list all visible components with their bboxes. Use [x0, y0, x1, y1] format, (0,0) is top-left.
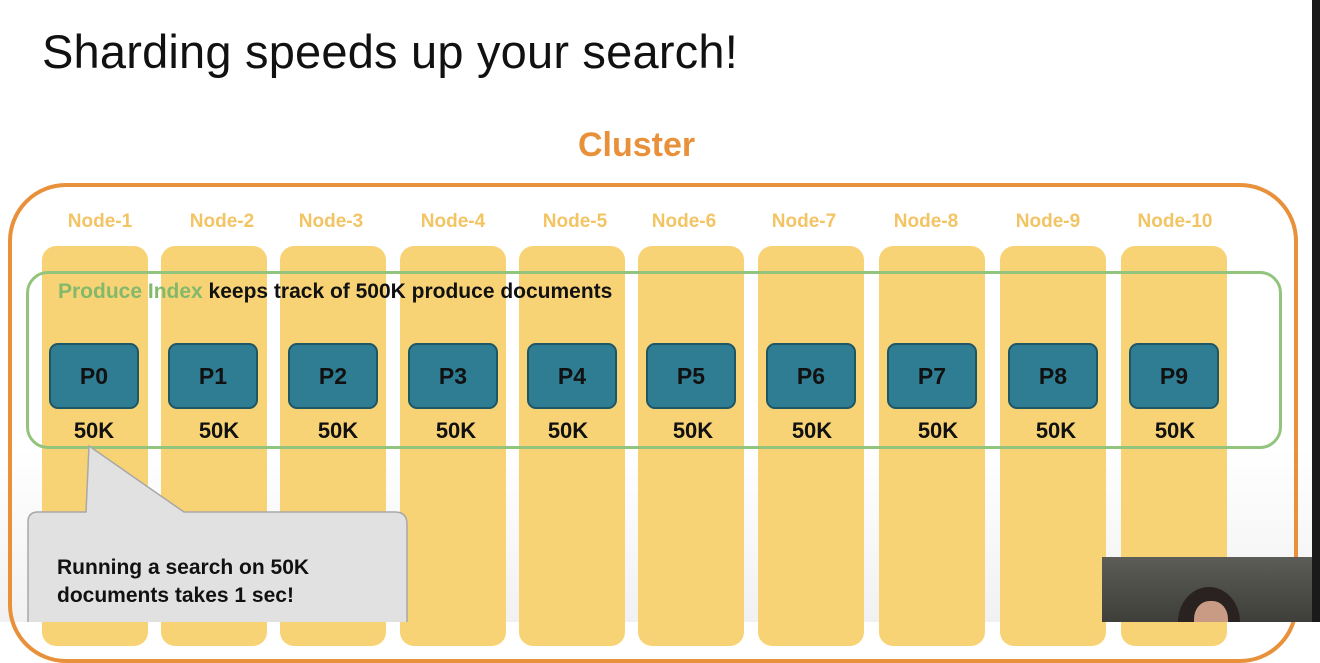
- node-label-9: Node-9: [1015, 211, 1081, 232]
- shard-size-p4: 50K: [547, 418, 589, 443]
- index-description: keeps track of 500K produce documents: [208, 280, 613, 303]
- callout-text: Running a search on 50K documents takes …: [57, 554, 397, 610]
- node-label-1: Node-1: [67, 211, 133, 232]
- shard-p9: P9: [1129, 343, 1219, 409]
- callout-line-1: Running a search on 50K: [57, 556, 310, 579]
- window-edge-bar: [1312, 0, 1320, 622]
- shard-p7: P7: [887, 343, 977, 409]
- index-boundary: [26, 271, 1282, 449]
- node-label-4: Node-4: [420, 211, 486, 232]
- presenter-face: [1194, 601, 1228, 622]
- node-label-10: Node-10: [1137, 211, 1213, 232]
- index-name: Produce Index: [58, 280, 203, 303]
- shard-size-p1: 50K: [198, 418, 240, 443]
- callout-line-2: documents takes 1 sec!: [57, 584, 294, 607]
- index-caption: Produce Index keeps track of 500K produc…: [58, 280, 612, 304]
- shard-size-p0: 50K: [73, 418, 115, 443]
- node-label-8: Node-8: [893, 211, 959, 232]
- callout-bubble: [27, 444, 408, 622]
- node-label-5: Node-5: [542, 211, 608, 232]
- node-label-2: Node-2: [189, 211, 255, 232]
- shard-p4: P4: [527, 343, 617, 409]
- shard-p5: P5: [646, 343, 736, 409]
- shard-size-p3: 50K: [435, 418, 477, 443]
- shard-size-p5: 50K: [672, 418, 714, 443]
- shard-size-p8: 50K: [1035, 418, 1077, 443]
- shard-p6: P6: [766, 343, 856, 409]
- node-label-7: Node-7: [771, 211, 837, 232]
- shard-size-p6: 50K: [791, 418, 833, 443]
- shard-size-p9: 50K: [1154, 418, 1196, 443]
- shard-size-p2: 50K: [317, 418, 359, 443]
- node-label-6: Node-6: [651, 211, 717, 232]
- shard-p3: P3: [408, 343, 498, 409]
- node-label-3: Node-3: [298, 211, 364, 232]
- shard-p0: P0: [49, 343, 139, 409]
- shard-p1: P1: [168, 343, 258, 409]
- shard-p2: P2: [288, 343, 378, 409]
- presenter-webcam: [1102, 557, 1312, 622]
- slide-title: Sharding speeds up your search!: [42, 25, 738, 78]
- shard-size-p7: 50K: [917, 418, 959, 443]
- cluster-label: Cluster: [578, 126, 696, 164]
- shard-p8: P8: [1008, 343, 1098, 409]
